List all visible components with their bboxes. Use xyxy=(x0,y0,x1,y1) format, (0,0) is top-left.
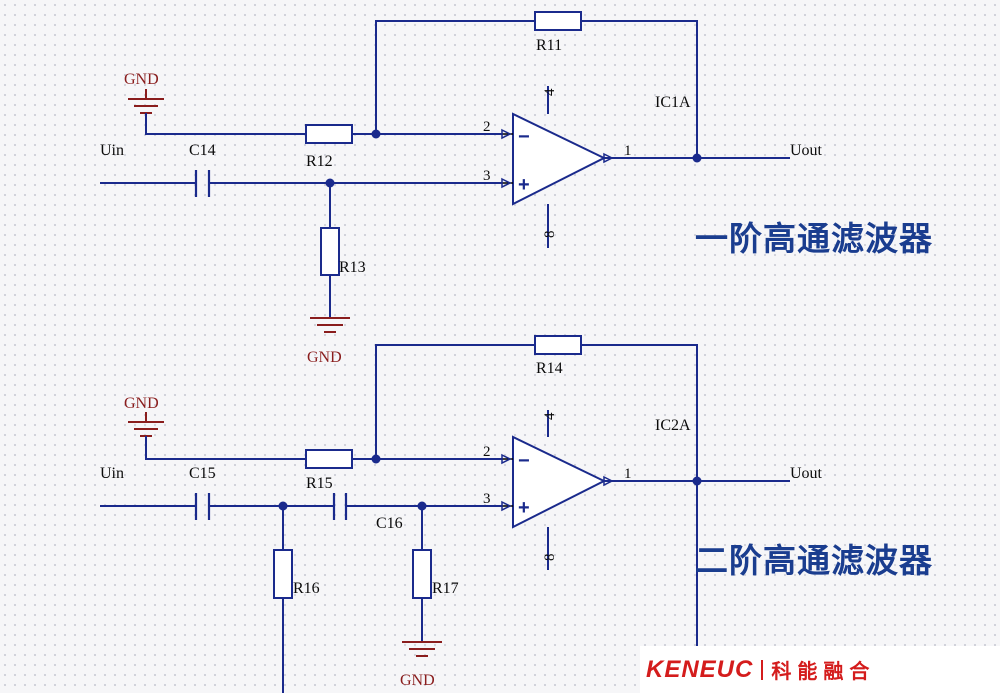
junction-dot xyxy=(325,178,335,188)
label-r16: R16 xyxy=(293,580,320,597)
label-uout-2: Uout xyxy=(790,465,823,482)
opamp-ic2a xyxy=(501,435,614,529)
wire-feedback-right-2 xyxy=(581,344,698,650)
ground-symbol-bottom-2 xyxy=(402,641,442,657)
label-r15: R15 xyxy=(306,475,333,492)
resistor-r14 xyxy=(534,335,582,355)
pin-label-3: 3 xyxy=(483,491,491,507)
resistor-r16 xyxy=(273,549,293,599)
capacitor-c16 xyxy=(332,493,348,520)
pin-label-3: 3 xyxy=(483,168,491,184)
logo-brand-text: KENEUC xyxy=(646,655,754,683)
ground-symbol-bottom-1 xyxy=(310,317,350,333)
logo-divider xyxy=(761,659,764,680)
gnd-label-bottom-2: GND xyxy=(400,672,435,689)
junction-dot xyxy=(371,454,381,464)
logo-cn-text: 科能融合 xyxy=(771,659,876,683)
circuit-first-order: GND GND xyxy=(100,11,823,366)
pin-label-1: 1 xyxy=(624,143,632,159)
pin-label-4: 4 xyxy=(542,412,558,420)
wire-feedback-left-2 xyxy=(375,344,535,459)
label-c14: C14 xyxy=(189,142,216,159)
label-r13: R13 xyxy=(339,259,366,276)
label-r11: R11 xyxy=(536,37,562,54)
label-ic2a: IC2A xyxy=(655,417,691,434)
wire-feedback-right xyxy=(581,20,698,158)
resistor-r11 xyxy=(534,11,582,31)
resistor-r15 xyxy=(305,449,353,469)
opamp-minus-sign: − xyxy=(518,450,530,472)
wire-gnd-to-r15 xyxy=(145,436,306,460)
resistor-r17 xyxy=(412,549,432,599)
ground-symbol-top-1 xyxy=(128,89,164,114)
gnd-label-top-1: GND xyxy=(124,71,159,88)
pin-label-2: 2 xyxy=(483,119,491,135)
label-r17: R17 xyxy=(432,580,459,597)
resistor-r12 xyxy=(305,124,353,144)
opamp-plus-sign: + xyxy=(518,174,530,196)
ground-symbol-top-2 xyxy=(128,412,164,437)
pin-label-8: 8 xyxy=(542,231,558,239)
label-c16: C16 xyxy=(376,515,403,532)
label-c15: C15 xyxy=(189,465,216,482)
label-r14: R14 xyxy=(536,360,563,377)
wire-feedback-left xyxy=(375,20,535,134)
wire-gnd-to-r12 xyxy=(145,113,306,135)
caption-first-order: 一阶高通滤波器 xyxy=(695,219,933,258)
resistor-r13 xyxy=(320,227,340,276)
junction-dot xyxy=(692,153,702,163)
opamp-minus-sign: − xyxy=(518,126,530,148)
capacitor-c14 xyxy=(194,170,211,197)
junction-dot xyxy=(371,129,381,139)
junction-dot xyxy=(417,501,427,511)
opamp-ic1a xyxy=(501,112,614,206)
label-ic1a: IC1A xyxy=(655,94,691,111)
circuit-second-order: GND xyxy=(100,335,823,693)
junction-dot xyxy=(692,476,702,486)
opamp-plus-sign: + xyxy=(518,497,530,519)
pin-label-4: 4 xyxy=(542,88,558,96)
pin-label-1: 1 xyxy=(624,466,632,482)
junction-dot xyxy=(278,501,288,511)
label-uin-1: Uin xyxy=(100,142,124,159)
label-r12: R12 xyxy=(306,153,333,170)
pin-label-8: 8 xyxy=(542,554,558,562)
caption-second-order: 二阶高通滤波器 xyxy=(695,541,933,580)
pin-label-2: 2 xyxy=(483,444,491,460)
label-uin-2: Uin xyxy=(100,465,124,482)
gnd-label-top-2: GND xyxy=(124,395,159,412)
gnd-label-bottom-1: GND xyxy=(307,349,342,366)
capacitor-c15 xyxy=(194,493,211,520)
label-uout-1: Uout xyxy=(790,142,823,159)
brand-logo: KENEUC 科能融合 xyxy=(640,646,1000,693)
